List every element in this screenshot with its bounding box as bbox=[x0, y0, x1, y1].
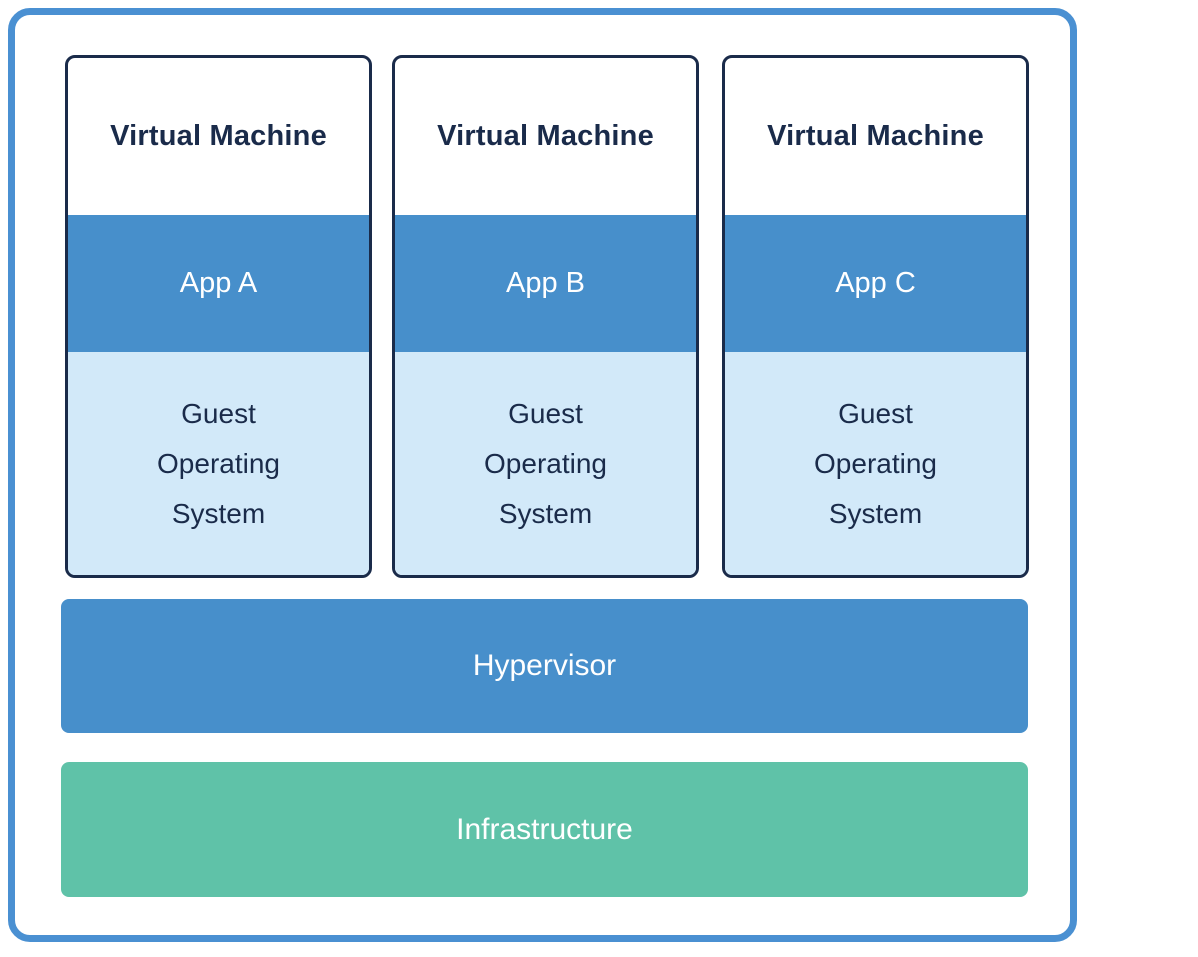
vm-box-3: Virtual Machine App C Guest Operating Sy… bbox=[722, 55, 1029, 578]
vm-3-app-section: App C bbox=[725, 215, 1026, 352]
vm-3-guest-os-section: Guest Operating System bbox=[725, 352, 1026, 575]
vm-1-title: Virtual Machine bbox=[110, 120, 327, 152]
vm-2-guest-os-section: Guest Operating System bbox=[395, 352, 696, 575]
vm-2-guest-os-label: Guest Operating System bbox=[484, 397, 607, 529]
vm-1-guest-os-label: Guest Operating System bbox=[157, 397, 280, 529]
vm-2-title: Virtual Machine bbox=[437, 120, 654, 152]
vm-3-title: Virtual Machine bbox=[767, 120, 984, 152]
diagram-outer-frame: Virtual Machine App A Guest Operating Sy… bbox=[8, 8, 1077, 942]
vm-2-app-section: App B bbox=[395, 215, 696, 352]
vm-1-app-section: App A bbox=[68, 215, 369, 352]
vm-box-2: Virtual Machine App B Guest Operating Sy… bbox=[392, 55, 699, 578]
vm-1-guest-os-section: Guest Operating System bbox=[68, 352, 369, 575]
hypervisor-layer: Hypervisor bbox=[61, 599, 1028, 733]
infrastructure-layer: Infrastructure bbox=[61, 762, 1028, 897]
vm-box-1: Virtual Machine App A Guest Operating Sy… bbox=[65, 55, 372, 578]
vm-3-guest-os-label: Guest Operating System bbox=[814, 397, 937, 529]
